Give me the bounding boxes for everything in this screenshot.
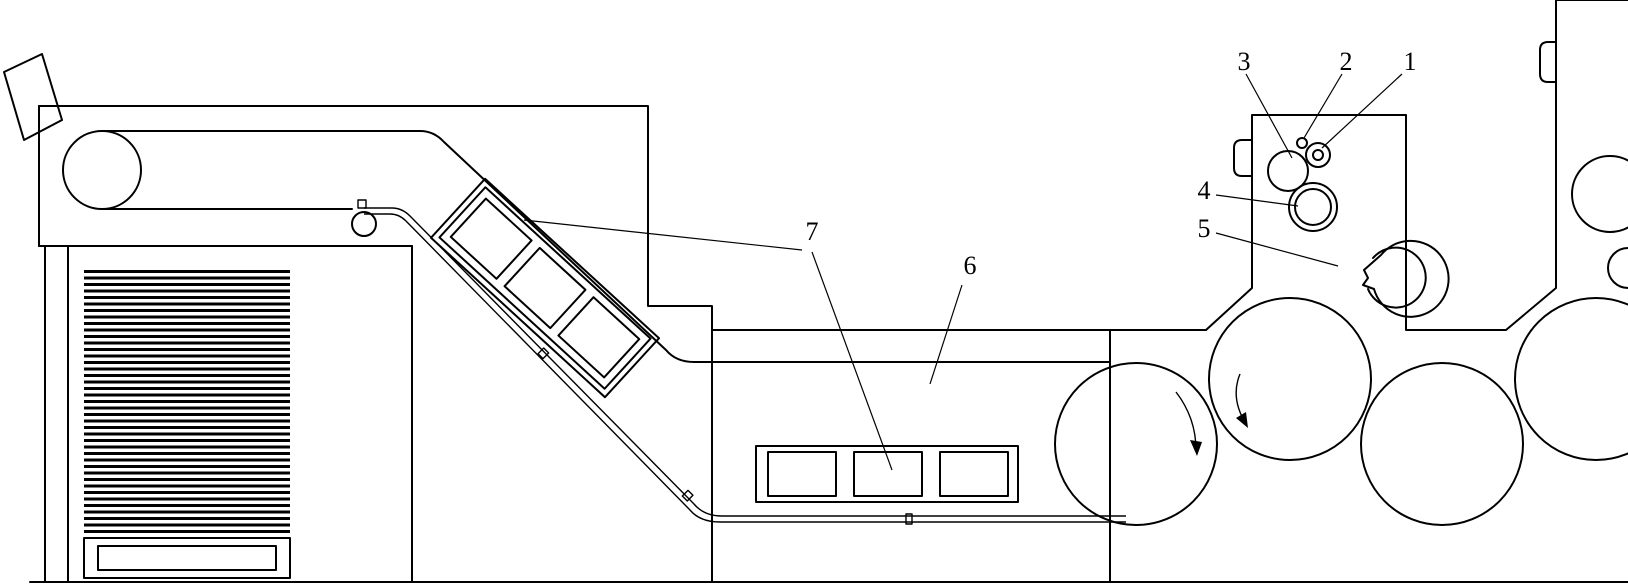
pile-bar xyxy=(84,315,290,319)
roller-2 xyxy=(1296,137,1308,149)
delivery-pile-stack xyxy=(84,270,290,533)
impression-cylinder xyxy=(1208,297,1372,461)
roller-1 xyxy=(1305,142,1331,168)
delivery-chain-upper xyxy=(101,130,1111,363)
pile-bar xyxy=(84,400,290,403)
pile-bar xyxy=(84,478,290,481)
pile-bar xyxy=(84,354,290,358)
handle-left xyxy=(1233,139,1253,177)
delivery-unit xyxy=(3,53,1126,583)
delivery-sprocket xyxy=(351,211,377,237)
pile-bar xyxy=(84,380,290,384)
pile-bar xyxy=(84,406,290,410)
label-1: 1 xyxy=(1404,47,1417,76)
transfer-cylinder xyxy=(1054,362,1218,526)
cylinder-5 xyxy=(1362,239,1450,318)
unit-frame xyxy=(1205,0,1557,331)
pile-bar xyxy=(84,465,290,468)
pile-bar xyxy=(84,296,290,299)
pile-bar xyxy=(84,322,290,325)
pile-bar xyxy=(84,309,290,312)
pile-bar xyxy=(84,471,290,475)
pile-bar xyxy=(84,458,290,462)
pile-bar xyxy=(84,302,290,306)
pile-bar xyxy=(84,419,290,423)
pile-bar xyxy=(84,335,290,338)
pile-bar xyxy=(84,374,290,377)
pile-bar xyxy=(84,393,290,397)
pile-bar xyxy=(84,432,290,436)
roller-4 xyxy=(1288,182,1338,232)
pile-bar xyxy=(84,283,290,286)
pile-bar xyxy=(84,517,290,520)
pile-bar xyxy=(84,497,290,501)
label-6: 6 xyxy=(964,251,977,280)
pile-bar xyxy=(84,328,290,332)
pile-bar xyxy=(84,439,290,442)
delivery-pile-board-outer xyxy=(83,537,291,579)
pile-bar xyxy=(84,491,290,494)
delivery-pile-board-inner xyxy=(97,545,277,571)
delivery-top-box xyxy=(3,53,63,141)
leader-lines xyxy=(523,73,1403,471)
delivery-pulley xyxy=(62,130,142,210)
incline-dryer-boxes xyxy=(429,177,661,399)
lower-dryer-box-outer xyxy=(755,445,1019,503)
pile-bar xyxy=(84,484,290,488)
second-impression-cylinder xyxy=(1514,297,1628,461)
pile-bar xyxy=(84,445,290,449)
delivery-housing xyxy=(38,105,713,583)
pile-bar xyxy=(84,413,290,416)
pile-bar xyxy=(84,348,290,351)
pile-bar xyxy=(84,504,290,507)
label-7: 7 xyxy=(806,217,819,246)
second-transfer-cylinder xyxy=(1360,362,1524,526)
pile-bar xyxy=(84,530,290,533)
pile-bar xyxy=(84,387,290,390)
gripper-chain xyxy=(364,207,1126,517)
label-3: 3 xyxy=(1238,47,1251,76)
pile-bar xyxy=(84,367,290,371)
middle-unit xyxy=(711,329,1207,583)
pile-bar xyxy=(84,276,290,280)
label-2: 2 xyxy=(1340,47,1353,76)
pile-bar xyxy=(84,452,290,455)
pile-bar xyxy=(84,289,290,293)
pile-bar xyxy=(84,510,290,514)
pile-bar xyxy=(84,426,290,429)
label-5: 5 xyxy=(1198,214,1211,243)
pile-bar xyxy=(84,270,290,273)
pile-bar xyxy=(84,341,290,345)
handle-right xyxy=(1539,41,1557,83)
printing-unit-1 xyxy=(1054,0,1628,526)
pile-bar xyxy=(84,523,290,527)
pile-bar xyxy=(84,361,290,364)
label-4: 4 xyxy=(1198,176,1211,205)
